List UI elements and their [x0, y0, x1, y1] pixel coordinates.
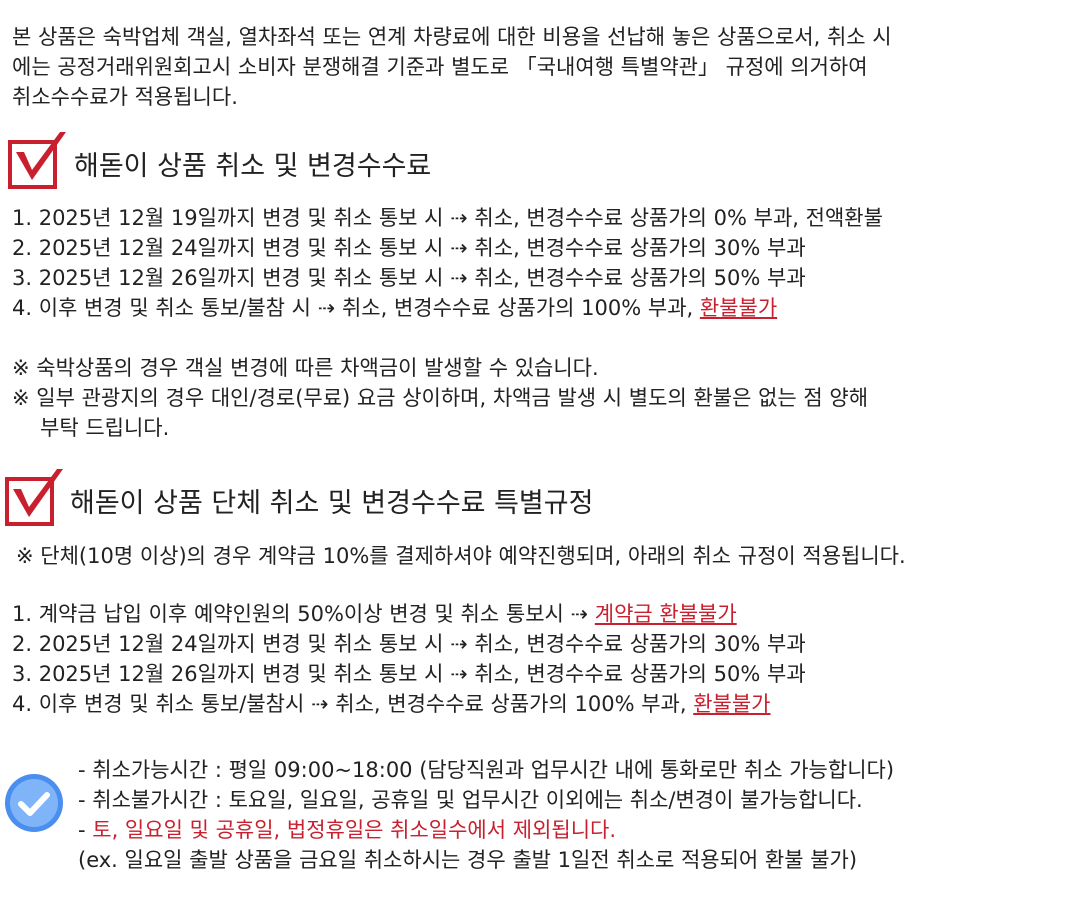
intro-paragraph: 본 상품은 숙박업체 객실, 열차좌석 또는 연계 차량료에 대한 비용을 선납… [12, 22, 892, 112]
section2-note: ※ 단체(10명 이상)의 경우 계약금 10%를 결제하셔야 예약진행되며, … [16, 544, 906, 568]
unavailable-hours: - 취소불가시간 : 토요일, 일요일, 공휴일 및 업무시간 이외에는 취소/… [78, 788, 863, 812]
holiday-notice: - 토, 일요일 및 공휴일, 법정휴일은 취소일수에서 제외됩니다. [78, 818, 617, 842]
note: ※ 숙박상품의 경우 객실 변경에 따른 차액금이 발생할 수 있습니다. [12, 356, 599, 380]
available-hours: - 취소가능시간 : 평일 09:00~18:00 (담당직원과 업무시간 내에… [78, 758, 895, 782]
no-refund-text: 계약금 환불불가 [594, 602, 737, 626]
cancellation-hours: - 취소가능시간 : 평일 09:00~18:00 (담당직원과 업무시간 내에… [78, 755, 894, 875]
intro-line: 취소수수료가 적용됩니다. [12, 85, 238, 109]
list-item: 1. 계약금 납입 이후 예약인원의 50%이상 변경 및 취소 통보시 ⇢ 계… [12, 602, 737, 626]
intro-line: 본 상품은 숙박업체 객실, 열차좌석 또는 연계 차량료에 대한 비용을 선납… [12, 25, 892, 49]
note: ※ 일부 관광지의 경우 대인/경로(무료) 요금 상이하며, 차액금 발생 시… [12, 386, 869, 410]
section2-title: 해돋이 상품 단체 취소 및 변경수수료 특별규정 [70, 488, 594, 519]
list-item: 1. 2025년 12월 19일까지 변경 및 취소 통보 시 ⇢ 취소, 변경… [12, 206, 883, 230]
intro-line: 에는 공정거래위원회고시 소비자 분쟁해결 기준과 별도로 「국내여행 특별약관… [12, 55, 868, 79]
red-checkbox-icon [5, 469, 63, 526]
list-item: 4. 이후 변경 및 취소 통보/불참시 ⇢ 취소, 변경수수료 상품가의 10… [12, 692, 771, 716]
list-item: 4. 이후 변경 및 취소 통보/불참 시 ⇢ 취소, 변경수수료 상품가의 1… [12, 296, 778, 320]
list-item: 2. 2025년 12월 24일까지 변경 및 취소 통보 시 ⇢ 취소, 변경… [12, 632, 806, 656]
no-refund-text: 환불불가 [693, 692, 771, 716]
list-item: 2. 2025년 12월 24일까지 변경 및 취소 통보 시 ⇢ 취소, 변경… [12, 236, 806, 260]
example-notice: (ex. 일요일 출발 상품을 금요일 취소하시는 경우 출발 1일전 취소로 … [78, 848, 858, 872]
section1-notes: ※ 숙박상품의 경우 객실 변경에 따른 차액금이 발생할 수 있습니다. ※ … [12, 353, 868, 443]
red-checkbox-icon [8, 132, 66, 189]
blue-check-circle-icon [5, 774, 63, 832]
section1-list: 1. 2025년 12월 19일까지 변경 및 취소 통보 시 ⇢ 취소, 변경… [12, 203, 883, 323]
section1-title: 해돋이 상품 취소 및 변경수수료 [74, 151, 432, 182]
list-item: 3. 2025년 12월 26일까지 변경 및 취소 통보 시 ⇢ 취소, 변경… [12, 266, 806, 290]
section2-list: 1. 계약금 납입 이후 예약인원의 50%이상 변경 및 취소 통보시 ⇢ 계… [12, 599, 806, 719]
note: 부탁 드립니다. [40, 416, 170, 440]
list-item: 3. 2025년 12월 26일까지 변경 및 취소 통보 시 ⇢ 취소, 변경… [12, 662, 806, 686]
no-refund-text: 환불불가 [699, 296, 778, 320]
